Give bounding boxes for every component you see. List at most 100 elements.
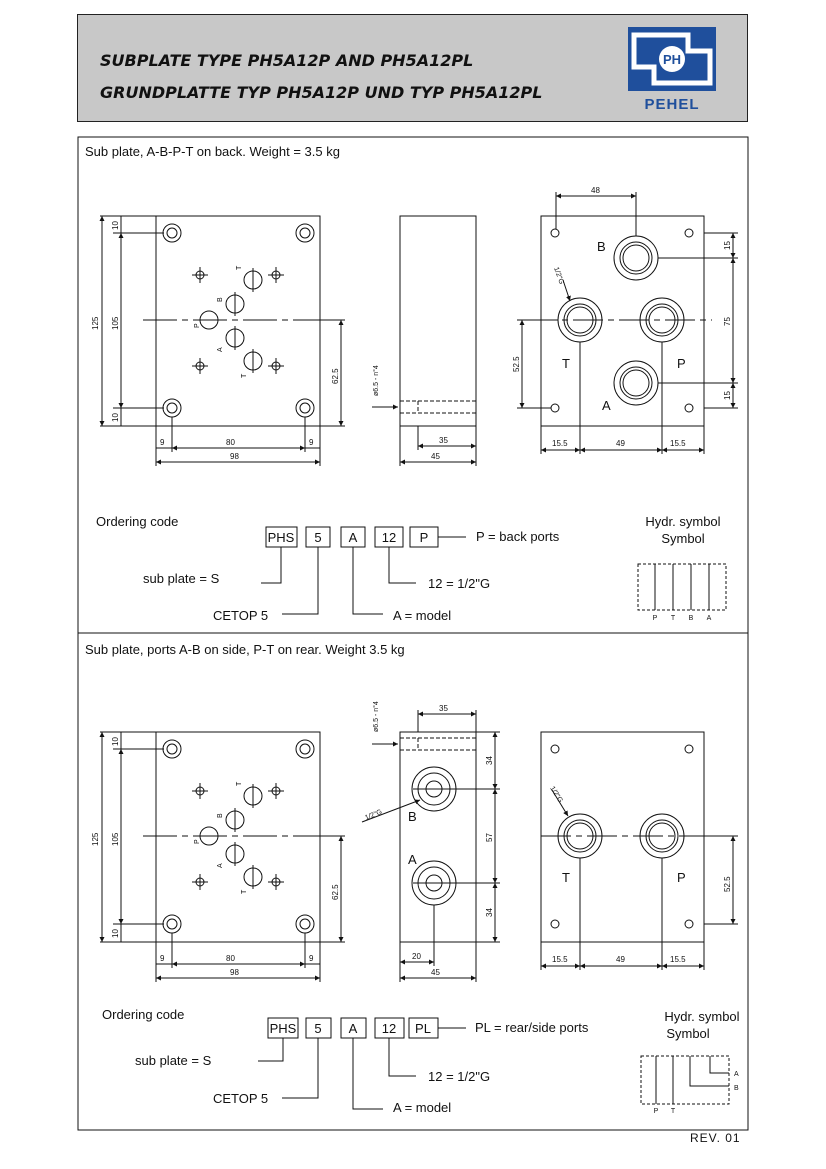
dim-hole: ø6.5 - n°4 bbox=[372, 701, 380, 732]
port-label-T: T bbox=[236, 265, 243, 270]
port-label-A: A bbox=[602, 398, 611, 413]
symbol-port-B: B bbox=[734, 1085, 739, 1092]
code-box-5: 5 bbox=[314, 1021, 321, 1036]
ordering-title: Ordering code bbox=[102, 1007, 184, 1022]
dim-20: 20 bbox=[412, 952, 421, 961]
port-label-B: B bbox=[408, 809, 417, 824]
title-line-2: GRUNDPLATTE TYP PH5A12P UND TYP PH5A12PL bbox=[100, 83, 543, 102]
dim-105: 105 bbox=[111, 316, 120, 330]
ordering-title: Ordering code bbox=[96, 514, 178, 529]
desc-model: A = model bbox=[393, 1100, 451, 1115]
code-box-p: P bbox=[420, 530, 429, 545]
section1-side-view: ø6.5 - n°4 35 45 bbox=[372, 215, 477, 466]
logo-frame bbox=[631, 32, 713, 86]
section2-front-view: T B P A T 10 125 105 62.5 10 9 80 9 98 bbox=[91, 731, 345, 982]
port-label-P: P bbox=[194, 323, 201, 328]
dim-15-5-right: 15.5 bbox=[670, 439, 686, 448]
code-box-5: 5 bbox=[314, 530, 321, 545]
symbol-port-A: A bbox=[734, 1071, 739, 1078]
code-box-a: A bbox=[349, 530, 358, 545]
dim-80: 80 bbox=[226, 954, 235, 963]
port-label-T: T bbox=[562, 870, 570, 885]
port-label-P: P bbox=[194, 839, 201, 844]
dim-9-right: 9 bbox=[309, 438, 314, 447]
section1-front-view: T B P A T 10 125 105 62.5 10 9 80 9 98 bbox=[91, 215, 345, 466]
port-label-B: B bbox=[597, 239, 606, 254]
dim-15-top: 15 bbox=[723, 241, 732, 250]
symbol-subtitle: Symbol bbox=[666, 1026, 709, 1041]
dim-10-bottom: 10 bbox=[111, 413, 120, 422]
code-box-12: 12 bbox=[382, 1021, 396, 1036]
dim-57: 57 bbox=[485, 833, 494, 842]
code-box-phs: PHS bbox=[268, 530, 295, 545]
section1-hydraulic-symbol: Hydr. symbol Symbol P T B A bbox=[637, 514, 727, 622]
code-box-12: 12 bbox=[382, 530, 396, 545]
desc-rear-side-ports: PL = rear/side ports bbox=[475, 1020, 589, 1035]
desc-sub-plate: sub plate = S bbox=[135, 1053, 212, 1068]
symbol-port-P: P bbox=[653, 615, 658, 622]
thread-label: 1/2"G bbox=[548, 785, 563, 804]
symbol-port-P: P bbox=[654, 1108, 659, 1115]
desc-model: A = model bbox=[393, 608, 451, 623]
dim-hole: ø6.5 - n°4 bbox=[372, 365, 380, 396]
section2-ordering-code: Ordering code PHS 5 A 12 PL PL = rear/si… bbox=[102, 1007, 589, 1115]
section1-ordering-code: Ordering code PHS 5 A 12 P P = back port… bbox=[96, 514, 560, 623]
port-label-T2: T bbox=[241, 889, 248, 894]
dim-125: 125 bbox=[91, 316, 100, 330]
symbol-port-T: T bbox=[671, 1108, 676, 1115]
pehel-logo: PH PEHEL bbox=[628, 27, 716, 113]
port-label-A: A bbox=[217, 347, 224, 352]
dim-15-5-left: 15.5 bbox=[552, 439, 568, 448]
thread-label: 1/2"G bbox=[552, 266, 565, 285]
section2-back-view: 1/2"G T P 52.5 15.5 49 15.5 bbox=[540, 731, 738, 970]
port-label-B: B bbox=[217, 297, 224, 302]
dim-10-top: 10 bbox=[111, 737, 120, 746]
desc-sub-plate: sub plate = S bbox=[143, 571, 220, 586]
dim-98: 98 bbox=[230, 452, 239, 461]
dim-98: 98 bbox=[230, 968, 239, 977]
dim-48: 48 bbox=[591, 186, 600, 195]
symbol-title: Hydr. symbol bbox=[664, 1009, 739, 1024]
section2-side-view: ø6.5 - n°4 35 1/2"G B A 34 57 34 20 45 bbox=[361, 701, 500, 982]
code-box-phs: PHS bbox=[270, 1021, 297, 1036]
dim-52-5: 52.5 bbox=[723, 876, 732, 892]
dim-34-top: 34 bbox=[485, 756, 494, 765]
logo-text: PEHEL bbox=[644, 96, 699, 113]
dim-9-right: 9 bbox=[309, 954, 314, 963]
desc-thread: 12 = 1/2"G bbox=[428, 1069, 490, 1084]
port-label-T: T bbox=[236, 781, 243, 786]
dim-35: 35 bbox=[439, 704, 448, 713]
port-label-P: P bbox=[677, 356, 686, 371]
desc-thread: 12 = 1/2"G bbox=[428, 576, 490, 591]
dim-34-bottom: 34 bbox=[485, 908, 494, 917]
dim-125: 125 bbox=[91, 832, 100, 846]
dim-10-bottom: 10 bbox=[111, 929, 120, 938]
dim-75: 75 bbox=[723, 317, 732, 326]
dim-105: 105 bbox=[111, 832, 120, 846]
section1-caption: Sub plate, A-B-P-T on back. Weight = 3.5… bbox=[85, 144, 340, 159]
port-label-A: A bbox=[217, 863, 224, 868]
section1-back-view: 48 B 1/2"G 15 75 52.5 T P A 15 15.5 49 1… bbox=[512, 186, 738, 454]
revision-label: REV. 01 bbox=[690, 1131, 741, 1145]
symbol-title: Hydr. symbol bbox=[645, 514, 720, 529]
desc-cetop: CETOP 5 bbox=[213, 608, 268, 623]
desc-back-ports: P = back ports bbox=[476, 529, 560, 544]
code-box-pl: PL bbox=[415, 1021, 431, 1036]
section2-frame bbox=[77, 632, 749, 1131]
dim-15-5-right: 15.5 bbox=[670, 955, 686, 964]
section2-caption: Sub plate, ports A-B on side, P-T on rea… bbox=[85, 642, 405, 657]
symbol-subtitle: Symbol bbox=[661, 531, 704, 546]
title-block: SUBPLATE TYPE PH5A12P AND PH5A12PL GRUND… bbox=[77, 14, 748, 122]
port-label-B: B bbox=[217, 813, 224, 818]
symbol-port-B: B bbox=[689, 615, 694, 622]
dim-9-left: 9 bbox=[160, 954, 165, 963]
dim-62-5: 62.5 bbox=[331, 884, 340, 900]
dim-52-5: 52.5 bbox=[512, 356, 521, 372]
code-box-a: A bbox=[349, 1021, 358, 1036]
dim-35: 35 bbox=[439, 436, 448, 445]
dim-45: 45 bbox=[431, 452, 440, 461]
port-label-T2: T bbox=[241, 373, 248, 378]
symbol-port-T: T bbox=[671, 615, 676, 622]
dim-15-bottom: 15 bbox=[723, 391, 732, 400]
dim-80: 80 bbox=[226, 438, 235, 447]
